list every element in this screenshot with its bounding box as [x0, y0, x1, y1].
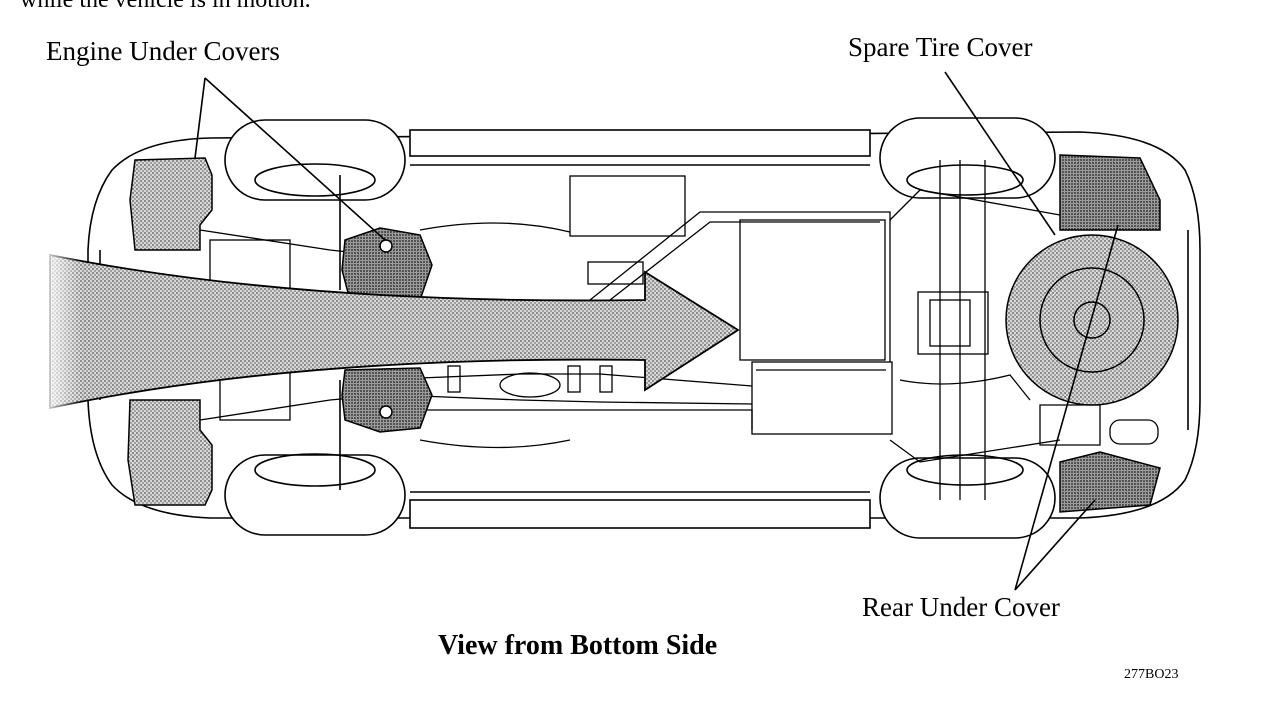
- chassis-details: [199, 160, 1159, 500]
- page-top-text: while the vehicle is in motion.: [20, 0, 311, 13]
- airflow-arrow: [40, 240, 740, 420]
- spare-tire-cover-label: Spare Tire Cover: [848, 32, 1033, 62]
- rear-left-wheel: [879, 117, 1056, 199]
- engine-under-covers-label: Engine Under Covers: [46, 36, 280, 66]
- figure-caption: View from Bottom Side: [438, 630, 718, 661]
- spare-tire-cover: [1059, 154, 1161, 231]
- rear-under-cover-label: Rear Under Cover: [862, 592, 1060, 622]
- leader-lines: [194, 71, 1119, 591]
- front-right-wheel: [224, 380, 406, 536]
- engine-under-cover-center: [341, 227, 433, 433]
- engine-under-cover-front: [127, 157, 213, 506]
- front-left-wheel: [224, 119, 406, 290]
- figure-code: 277BO23: [1124, 667, 1179, 682]
- rear-under-cover: [1059, 451, 1161, 513]
- rear-right-wheel: [879, 454, 1056, 539]
